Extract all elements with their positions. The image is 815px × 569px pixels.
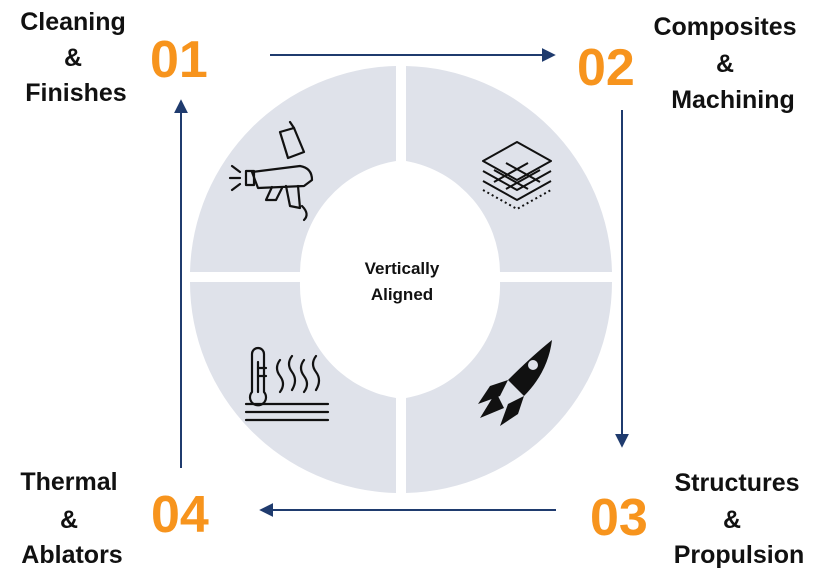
- step-label-04: Thermal & Ablators: [20, 468, 122, 569]
- step-label-01: Cleaning & Finishes: [20, 8, 127, 107]
- cycle-arrows: [174, 48, 629, 517]
- cycle-ring: [189, 66, 612, 493]
- step-label-02-line3: Machining: [671, 86, 795, 114]
- step-label-04-line1: Thermal: [20, 468, 117, 496]
- step-label-02: Composites & Machining: [653, 13, 796, 114]
- step-label-04-line3: Ablators: [21, 541, 122, 569]
- step-label-03: Structures & Propulsion: [674, 469, 805, 569]
- step-label-02-line2: &: [716, 50, 734, 78]
- step-label-02-line1: Composites: [653, 13, 796, 41]
- center-label-line1: Vertically: [365, 259, 440, 278]
- thermometer-heat-icon: [244, 346, 330, 422]
- center-label: Vertically Aligned: [365, 259, 440, 304]
- spray-gun-icon: [228, 120, 314, 222]
- ring-segment-01: [190, 66, 396, 272]
- step-label-01-line3: Finishes: [25, 79, 126, 107]
- center-label-line2: Aligned: [371, 285, 433, 304]
- ring-segment-02: [406, 66, 612, 272]
- rocket-icon: [478, 340, 552, 426]
- step-number-04: 04: [151, 486, 209, 544]
- step-number-03: 03: [590, 489, 648, 547]
- step-label-04-line2: &: [60, 506, 78, 534]
- ring-segment-03: [406, 282, 612, 493]
- step-label-03-line3: Propulsion: [674, 541, 805, 569]
- step-number-01: 01: [150, 31, 208, 89]
- step-label-01-line1: Cleaning: [20, 8, 126, 36]
- step-label-01-line2: &: [64, 44, 82, 72]
- step-label-03-line1: Structures: [674, 469, 799, 497]
- step-number-02: 02: [577, 39, 635, 97]
- step-label-03-line2: &: [723, 506, 741, 534]
- layers-grid-icon: [482, 141, 552, 210]
